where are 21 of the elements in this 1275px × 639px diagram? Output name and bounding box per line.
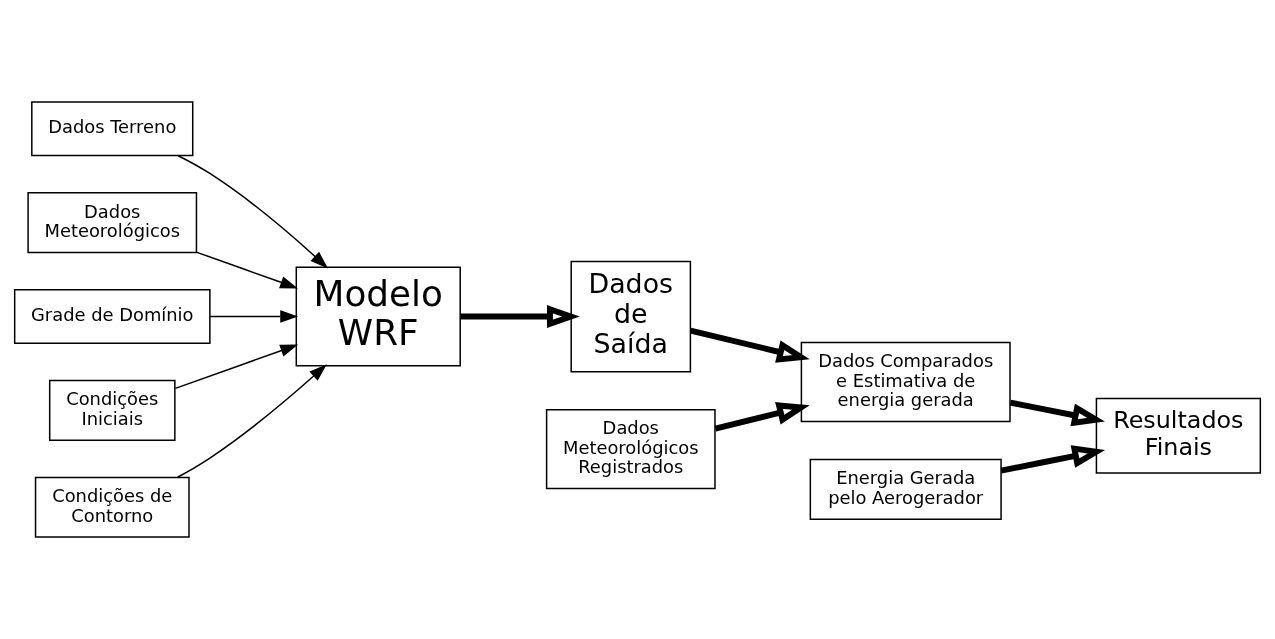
arrow	[196, 251, 298, 289]
arrow	[714, 402, 810, 432]
node-box: Condições Iniciais	[48, 379, 176, 441]
arrow	[209, 310, 299, 323]
arrow	[1009, 399, 1105, 427]
node-box: Dados Meteorológicos Registrados	[545, 408, 716, 490]
arrow	[689, 327, 810, 363]
arrow	[177, 155, 328, 269]
arrow	[176, 364, 327, 478]
node-box: Energia Gerada pelo Aerogerador	[809, 458, 1002, 520]
node-box: Dados de Saída	[570, 260, 692, 373]
node-box: Modelo WRF	[295, 266, 461, 367]
arrow	[460, 305, 580, 329]
node-box: Dados Comparados e Estimativa de energia gerada	[800, 341, 1011, 423]
node-box: Dados Terreno	[31, 101, 194, 157]
node-box: Resultados Finais	[1095, 397, 1262, 474]
arrow	[1000, 445, 1106, 474]
node-box: Dados Meteorológicos	[27, 192, 198, 254]
arrow	[174, 344, 299, 390]
node-box: Condições de Contorno	[34, 476, 190, 538]
node-box: Grade de Domínio	[13, 288, 211, 345]
